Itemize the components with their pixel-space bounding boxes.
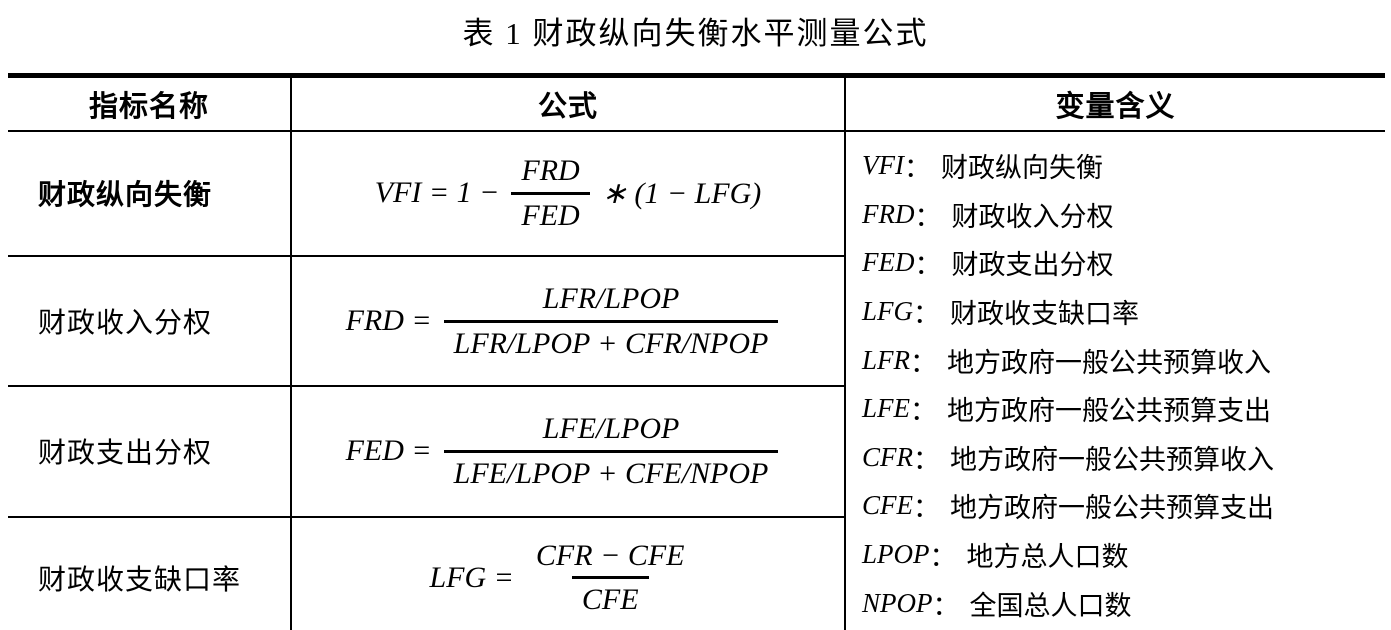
variable-definition: NPOP： 全国总人口数 — [862, 579, 1379, 628]
table-row: 财政收支缺口率 LFG = CFR − CFE CFE — [8, 516, 1385, 630]
variable-symbol: FRD — [862, 198, 915, 229]
variable-label: 地方政府一般公共预算支出 — [947, 396, 1272, 427]
indicator-frd: 财政收入分权 — [8, 255, 292, 388]
vfi-measurement-table: 指标名称 公式 变量含义 财政纵向失衡 VFI = 1 − FRD FED ∗ … — [8, 73, 1385, 630]
variable-symbol: CFE — [862, 490, 913, 521]
table-row: 财政支出分权 FED = LFE/LPOP LFE/LPOP + CFE/NPO… — [8, 386, 1385, 518]
variable-label: 全国总人口数 — [969, 590, 1132, 621]
indicator-vfi: 财政纵向失衡 — [8, 130, 292, 257]
formula-lhs: LFG = — [429, 560, 514, 594]
fraction: LFE/LPOP LFE/LPOP + CFE/NPOP — [443, 410, 779, 493]
variable-definition: FRD： 财政收入分权 — [862, 190, 1379, 239]
formula-lhs: FED = — [345, 434, 432, 468]
variable-definition: CFE： 地方政府一般公共预算支出 — [862, 482, 1379, 531]
formula-frd-expression: FRD = LFR/LPOP LFR/LPOP + CFR/NPOP — [292, 280, 844, 362]
header-indicator-name: 指标名称 — [8, 75, 292, 132]
variable-symbol: NPOP — [862, 587, 933, 618]
formula-lhs: FRD = — [345, 304, 432, 337]
variable-definition: LFR： 地方政府一般公共预算收入 — [862, 336, 1379, 385]
formula-fed-expression: FED = LFE/LPOP LFE/LPOP + CFE/NPOP — [292, 410, 844, 492]
variable-definition: LPOP： 地方总人口数 — [862, 530, 1379, 579]
variable-label: 地方总人口数 — [966, 542, 1129, 573]
fraction: FRD FED — [511, 152, 590, 235]
variable-label: 财政支出分权 — [951, 250, 1114, 281]
variable-label: 地方政府一般公共预算支出 — [950, 493, 1274, 524]
variable-colon: ： — [929, 542, 957, 573]
fraction-numerator: LFE/LPOP — [542, 412, 680, 446]
table-row: 财政纵向失衡 VFI = 1 − FRD FED ∗ (1 − LFG) VFI… — [8, 130, 1385, 621]
fraction: LFR/LPOP LFR/LPOP + CFR/NPOP — [443, 280, 779, 363]
fraction-denominator: CFE — [571, 576, 649, 619]
variable-symbol: LFR — [862, 344, 911, 375]
variable-definition: FED： 财政支出分权 — [862, 239, 1379, 288]
variable-definition: LFG： 财政收支缺口率 — [862, 287, 1379, 336]
variable-definition: VFI： 财政纵向失衡 — [862, 142, 1379, 191]
fraction-denominator: FED — [511, 191, 590, 235]
variable-colon: ： — [913, 493, 940, 524]
table-caption: 表 1 财政纵向失衡水平测量公式 — [462, 16, 929, 51]
table-row: 财政收入分权 FRD = LFR/LPOP LFR/LPOP + CFR/NPO… — [8, 255, 1385, 388]
formula-fed: FED = LFE/LPOP LFE/LPOP + CFE/NPOP — [291, 386, 846, 518]
formula-lfg-expression: LFG = CFR − CFE CFE — [292, 537, 844, 619]
variable-symbol: CFR — [862, 441, 913, 472]
formula-lfg: LFG = CFR − CFE CFE — [291, 516, 846, 630]
variable-colon: ： — [910, 347, 938, 378]
variable-symbol: LFE — [862, 393, 911, 424]
variable-colon: ： — [903, 153, 931, 184]
fraction-numerator: FRD — [521, 154, 580, 188]
variable-colon: ： — [910, 396, 938, 427]
variable-symbol: LPOP — [862, 539, 930, 570]
formula-vfi-expression: VFI = 1 − FRD FED ∗ (1 − LFG) — [292, 152, 844, 234]
variable-meanings-cell: VFI：财政纵向失衡 FRD：财政收入分权 FED：财政支出分权 LFG：财政收… — [845, 131, 1385, 630]
header-variable-meaning: 变量含义 — [845, 75, 1385, 132]
fraction-numerator: CFR − CFE — [535, 538, 685, 572]
fraction: CFR − CFE CFE — [526, 537, 695, 619]
variable-label: 财政纵向失衡 — [940, 153, 1103, 184]
formula-lhs: VFI = 1 − — [374, 176, 500, 210]
variable-label: 财政收入分权 — [951, 201, 1114, 232]
variable-symbol: VFI — [862, 150, 904, 181]
variable-colon: ： — [932, 590, 960, 621]
indicator-fed: 财政支出分权 — [8, 386, 292, 518]
variable-label: 地方政府一般公共预算收入 — [947, 347, 1272, 378]
variable-colon: ： — [913, 444, 940, 475]
formula-rhs: ∗ (1 − LFG) — [601, 176, 762, 210]
variable-definition: CFR： 地方政府一般公共预算收入 — [862, 433, 1379, 482]
formula-vfi: VFI = 1 − FRD FED ∗ (1 − LFG) — [291, 130, 846, 257]
variable-label: 地方政府一般公共预算收入 — [950, 444, 1274, 475]
variable-colon: ： — [914, 250, 942, 281]
variable-colon: ： — [914, 201, 942, 232]
indicator-lfg: 财政收支缺口率 — [8, 516, 292, 630]
variable-definition: LFE： 地方政府一般公共预算支出 — [862, 384, 1379, 433]
fraction-denominator: LFE/LPOP + CFE/NPOP — [443, 449, 779, 493]
table-header-row: 指标名称 公式 变量含义 — [8, 75, 1385, 132]
variable-label: 财政收支缺口率 — [950, 299, 1140, 330]
variable-colon: ： — [913, 299, 941, 330]
header-formula: 公式 — [291, 75, 846, 132]
variable-symbol: LFG — [862, 296, 914, 327]
fraction-denominator: LFR/LPOP + CFR/NPOP — [443, 319, 779, 363]
variable-symbol: FED — [862, 247, 915, 278]
formula-frd: FRD = LFR/LPOP LFR/LPOP + CFR/NPOP — [291, 255, 846, 388]
fraction-numerator: LFR/LPOP — [542, 282, 680, 315]
